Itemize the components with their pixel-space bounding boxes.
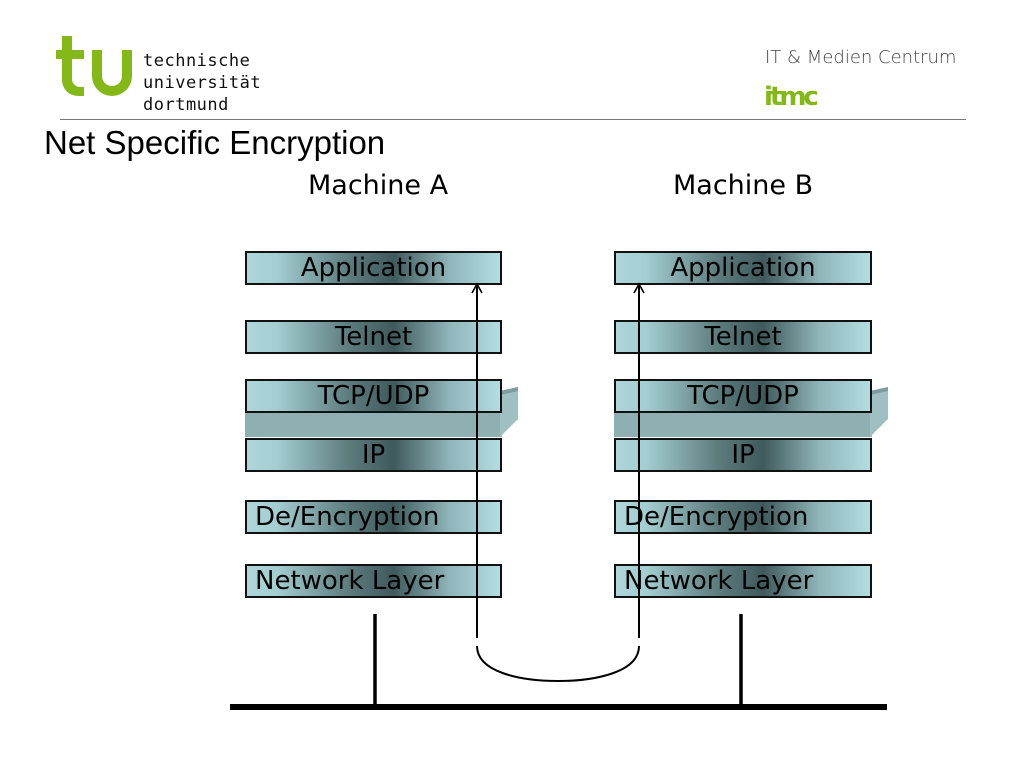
machine-a-layer-encryption: De/Encryption <box>245 500 502 534</box>
university-name-line-2: universität <box>143 73 262 93</box>
machine-b-layer-application: Application <box>614 251 872 285</box>
machine-b-label: Machine B <box>673 170 814 201</box>
machine-b-layer-network: Network Layer <box>614 564 872 598</box>
itmc-logo-icon: itmc <box>764 82 819 112</box>
machine-a-layer-application: Application <box>245 251 502 285</box>
header-divider <box>60 119 966 120</box>
layer-label: De/Encryption <box>255 502 440 532</box>
machine-a-label: Machine A <box>308 170 449 201</box>
machine-b-layer-tcp-udp: TCP/UDP <box>614 379 872 413</box>
layer-label: Network Layer <box>255 566 445 596</box>
layer-label: Telnet <box>704 322 782 352</box>
layer-label: Telnet <box>334 322 413 352</box>
machine-b-transport-slab <box>614 413 872 437</box>
machine-a-layer-ip: IP <box>245 438 502 472</box>
layer-label: Application <box>670 253 816 283</box>
institute-name: IT & Medien Centrum <box>765 47 957 68</box>
layer-label: Network Layer <box>624 566 814 596</box>
machine-b-slab-side <box>870 387 888 437</box>
machine-b-arrow-icon <box>633 282 645 294</box>
machine-b-layer-telnet: Telnet <box>614 320 872 354</box>
machine-a-arrow-icon <box>471 282 483 294</box>
layer-label: De/Encryption <box>624 502 809 532</box>
machine-a-slab-side <box>500 387 518 437</box>
university-name-line-1: technische <box>143 51 251 71</box>
layer-label: IP <box>361 440 386 470</box>
machine-a-layer-telnet: Telnet <box>245 320 502 354</box>
university-name: technische universität dortmund <box>143 50 261 116</box>
machine-a-transport-slab <box>245 413 502 437</box>
network-transfer-arc <box>476 645 640 683</box>
layer-label: Application <box>300 253 447 283</box>
machine-b-layer-ip: IP <box>614 438 872 472</box>
layer-label: TCP/UDP <box>687 381 799 411</box>
tu-logo-icon <box>56 36 132 96</box>
machine-a-layer-tcp-udp: TCP/UDP <box>245 379 502 413</box>
slide-title: Net Specific Encryption <box>44 124 386 161</box>
machine-a-layer-network: Network Layer <box>245 564 502 598</box>
layer-label: TCP/UDP <box>317 381 430 411</box>
machine-b-layer-encryption: De/Encryption <box>614 500 872 534</box>
layer-label: IP <box>731 440 755 470</box>
university-name-line-3: dortmund <box>143 95 229 115</box>
